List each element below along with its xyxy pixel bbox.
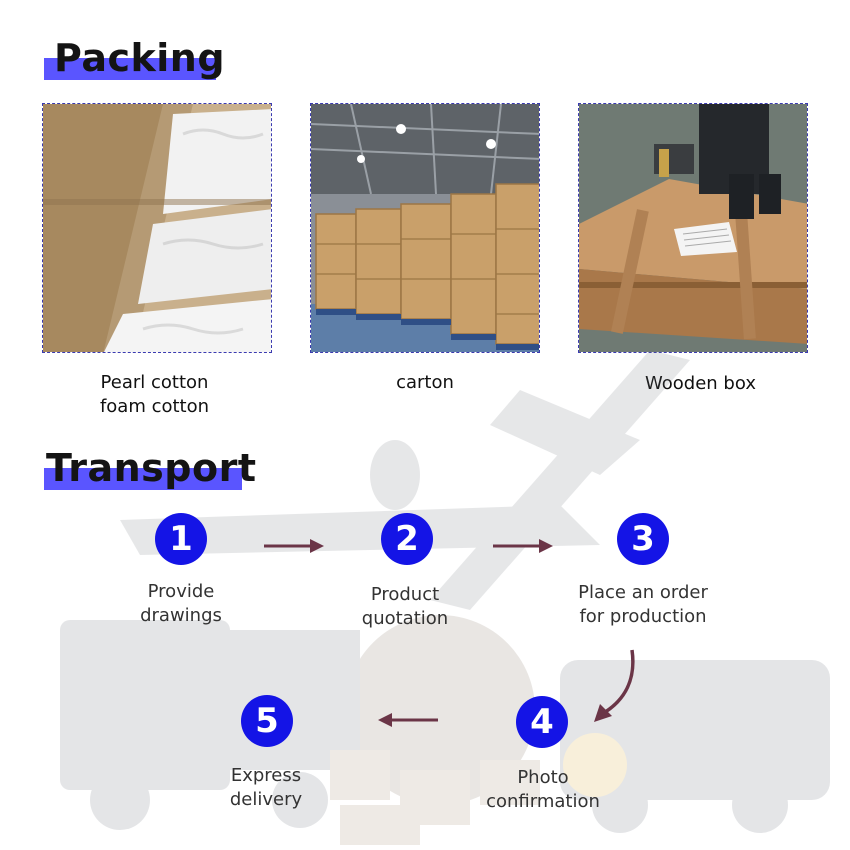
step-5-badge: 5 xyxy=(241,695,293,747)
step-label-line: Express xyxy=(230,765,302,786)
step-label-line: quotation xyxy=(361,608,449,629)
caption-line: carton xyxy=(396,372,454,393)
arrow-left-icon xyxy=(378,713,438,727)
caption-line: foam cotton xyxy=(99,396,210,417)
arrow-right-icon xyxy=(493,539,553,553)
step-5-label: Express delivery xyxy=(206,764,326,812)
caption-carton: carton xyxy=(310,371,540,395)
transport-title: Transport xyxy=(46,446,257,490)
caption-line: Wooden box xyxy=(645,373,756,394)
arrow-right-icon xyxy=(264,539,324,553)
step-label-line: for production xyxy=(579,606,707,627)
packing-title: Packing xyxy=(54,36,226,80)
step-2-badge: 2 xyxy=(381,513,433,565)
step-label-line: Place an order xyxy=(578,582,708,603)
arrow-curved-down-icon xyxy=(594,649,635,722)
step-3-badge: 3 xyxy=(617,513,669,565)
step-label-line: Product xyxy=(370,584,440,605)
wooden-crate-photo xyxy=(578,103,808,353)
transport-heading: Transport xyxy=(44,446,257,490)
caption-pearl-cotton: Pearl cotton foam cotton xyxy=(42,371,267,419)
step-label-line: drawings xyxy=(140,605,222,626)
packing-heading: Packing xyxy=(44,36,225,80)
step-2-label: Product quotation xyxy=(345,583,465,631)
step-3-label: Place an order for production xyxy=(568,581,718,629)
step-1-label: Provide drawings xyxy=(121,580,241,628)
caption-line: Pearl cotton xyxy=(100,372,209,393)
step-4-badge: 4 xyxy=(516,696,568,748)
caption-wooden-box: Wooden box xyxy=(578,372,823,396)
warehouse-cartons-photo xyxy=(310,103,540,353)
packing-heading-underline xyxy=(44,58,216,80)
step-label-line: Provide xyxy=(147,581,215,602)
step-label-line: confirmation xyxy=(486,791,600,812)
step-label-line: delivery xyxy=(229,789,303,810)
step-label-line: Photo xyxy=(517,767,569,788)
transport-heading-underline xyxy=(44,468,242,490)
foam-sheets-photo xyxy=(42,103,272,353)
step-4-label: Photo confirmation xyxy=(478,766,608,814)
step-1-badge: 1 xyxy=(155,513,207,565)
